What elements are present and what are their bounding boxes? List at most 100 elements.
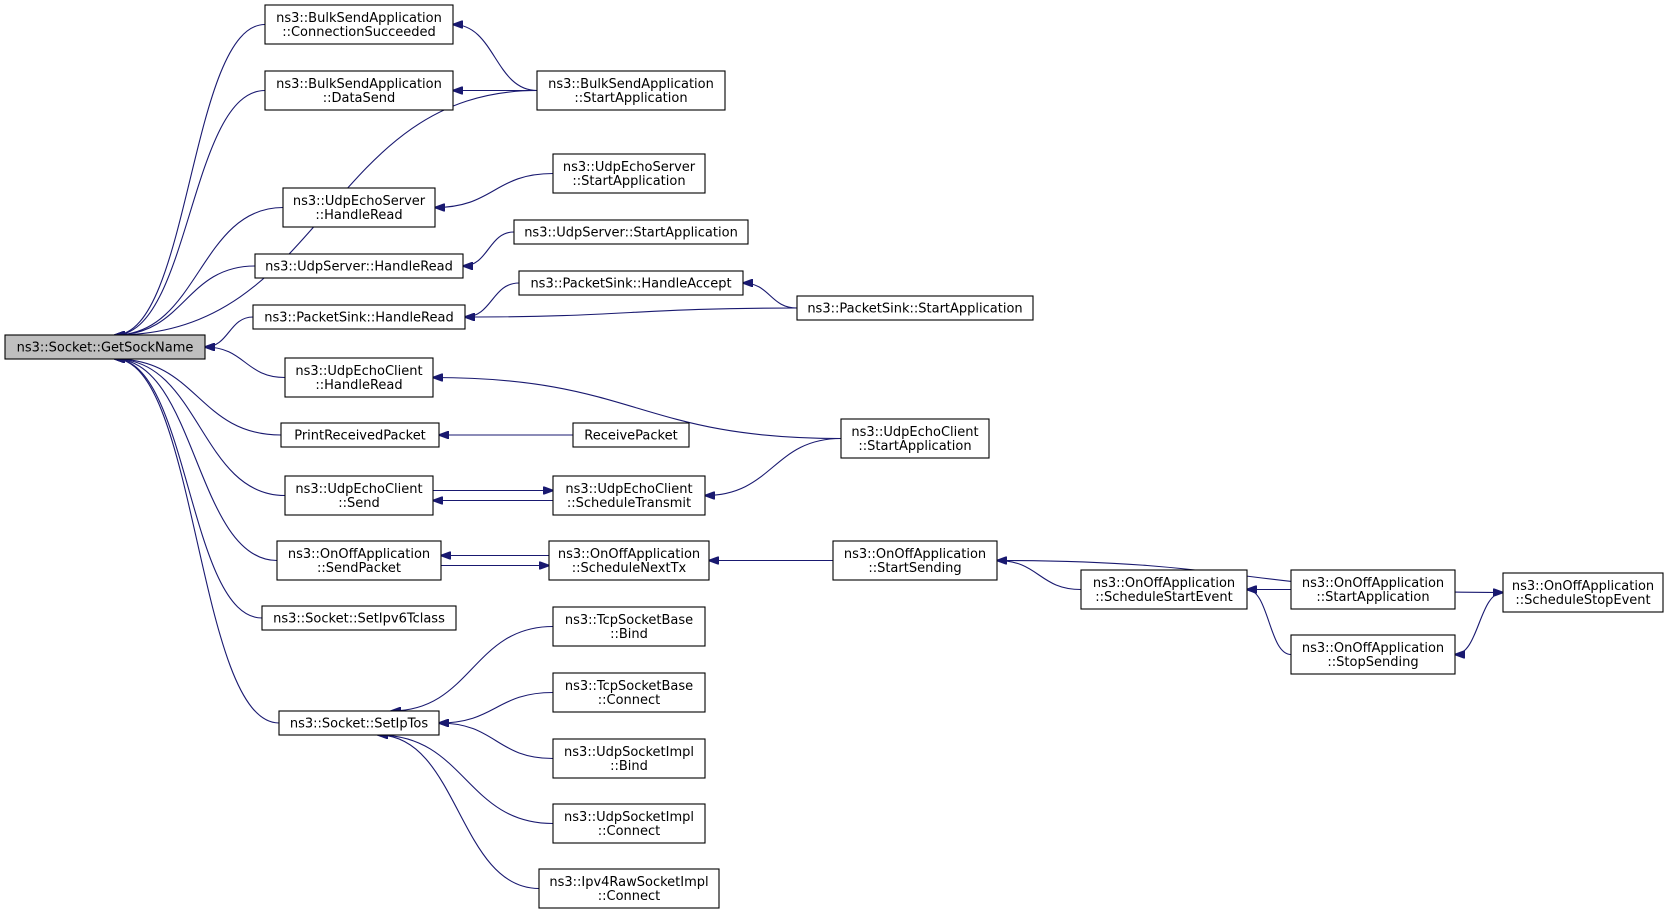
node-box [832, 540, 998, 581]
node-box [284, 475, 434, 516]
node-prp[interactable]: PrintReceivedPacket [280, 422, 440, 448]
node-ooa_sse[interactable]: ns3::OnOffApplication::ScheduleStartEven… [1080, 569, 1248, 610]
node-label: ns3::Socket::GetSockName [17, 341, 194, 356]
node-box [280, 422, 440, 448]
edge-prp-to-root [115, 359, 282, 436]
node-label: ns3::TcpSocketBase [565, 679, 693, 694]
edge-ooa_sse-to-ooa_ss [997, 561, 1082, 591]
node-bsa_cs[interactable]: ns3::BulkSendApplication::ConnectionSucc… [264, 4, 454, 45]
node-box [552, 672, 706, 713]
node-label: ns3::Ipv4RawSocketImpl [549, 875, 708, 890]
node-label: ns3::UdpSocketImpl [564, 810, 694, 825]
node-box [513, 219, 749, 245]
node-label: ns3::BulkSendApplication [276, 77, 442, 92]
edge-uec_s-to-root [115, 359, 286, 497]
node-label: ns3::OnOffApplication [1093, 576, 1235, 591]
node-label: ns3::TcpSocketBase [565, 613, 693, 628]
node-label: ::Connect [598, 693, 661, 708]
node-label: ::StartApplication [858, 439, 971, 454]
node-ooa_sa[interactable]: ns3::OnOffApplication::StartApplication [1290, 569, 1456, 610]
node-label: ::HandleRead [315, 208, 402, 223]
node-label: ReceivePacket [584, 429, 677, 444]
node-box [518, 270, 744, 296]
node-ooa_sp[interactable]: ns3::OnOffApplication::SendPacket [276, 540, 442, 581]
edge-bsa_cs-to-root [115, 23, 266, 336]
node-ps_sa[interactable]: ns3::PacketSink::StartApplication [796, 295, 1034, 321]
node-box [282, 187, 436, 228]
node-ps_hr[interactable]: ns3::PacketSink::HandleRead [252, 304, 466, 330]
node-label: ns3::OnOffApplication [844, 547, 986, 562]
node-ooa_stop[interactable]: ns3::OnOffApplication::StopSending [1290, 634, 1456, 675]
node-i4r_c[interactable]: ns3::Ipv4RawSocketImpl::Connect [538, 868, 720, 909]
node-ues_hr[interactable]: ns3::UdpEchoServer::HandleRead [282, 187, 436, 228]
node-box [552, 803, 706, 844]
node-box [276, 540, 442, 581]
edge-ps_sa-to-ps_ha [743, 283, 798, 309]
node-ooa_snt[interactable]: ns3::OnOffApplication::ScheduleNextTx [548, 540, 710, 581]
node-label: ::Bind [610, 759, 648, 774]
node-label: ns3::UdpEchoClient [295, 482, 422, 497]
node-uec_st[interactable]: ns3::UdpEchoClient::ScheduleTransmit [552, 475, 706, 516]
node-s_stc[interactable]: ns3::Socket::SetIpv6Tclass [261, 605, 457, 631]
node-label: ns3::UdpEchoServer [563, 160, 696, 175]
edge-ooa_stop-to-ooa_sse [1247, 590, 1292, 656]
node-tsb_c[interactable]: ns3::TcpSocketBase::Connect [552, 672, 706, 713]
edge-s_stc-to-root [115, 359, 263, 619]
node-box [261, 605, 457, 631]
node-box [552, 153, 706, 194]
node-label: ::Connect [598, 889, 661, 904]
node-label: PrintReceivedPacket [294, 429, 426, 444]
node-label: ns3::UdpEchoClient [295, 364, 422, 379]
node-label: ns3::OnOffApplication [558, 547, 700, 562]
node-label: ns3::UdpEchoClient [851, 425, 978, 440]
node-bsa_sa[interactable]: ns3::BulkSendApplication::StartApplicati… [536, 70, 726, 111]
node-ps_ha[interactable]: ns3::PacketSink::HandleAccept [518, 270, 744, 296]
node-box [1502, 572, 1664, 613]
edge-ps_sa-to-ps_hr [465, 307, 798, 317]
edge-ooa_sp-to-root [115, 359, 278, 562]
node-box [1290, 569, 1456, 610]
node-box [1080, 569, 1248, 610]
node-ooa_sste[interactable]: ns3::OnOffApplication::ScheduleStopEvent [1502, 572, 1664, 613]
node-label: ns3::Socket::SetIpv6Tclass [273, 612, 445, 627]
node-label: ::Connect [598, 824, 661, 839]
node-box [264, 70, 454, 111]
node-us_sa[interactable]: ns3::UdpServer::StartApplication [513, 219, 749, 245]
node-box [536, 70, 726, 111]
edge-usi_b-to-s_sit [439, 723, 554, 760]
node-box [278, 710, 440, 736]
node-root[interactable]: ns3::Socket::GetSockName [4, 334, 206, 360]
node-label: ns3::PacketSink::HandleRead [264, 311, 453, 326]
node-label: ns3::Socket::SetIpTos [290, 717, 428, 732]
node-label: ns3::UdpSocketImpl [564, 745, 694, 760]
node-label: ::StopSending [1327, 655, 1418, 670]
node-uec_s[interactable]: ns3::UdpEchoClient::Send [284, 475, 434, 516]
node-label: ::StartApplication [1316, 590, 1429, 605]
node-ues_sa[interactable]: ns3::UdpEchoServer::StartApplication [552, 153, 706, 194]
edge-i4r_c-to-s_sit [378, 735, 540, 890]
node-tsb_b[interactable]: ns3::TcpSocketBase::Bind [552, 606, 706, 647]
node-box [572, 422, 690, 448]
node-layer: ns3::Socket::GetSockName ns3::BulkSendApp… [4, 4, 1664, 909]
node-label: ns3::PacketSink::StartApplication [807, 302, 1022, 317]
node-box [252, 304, 466, 330]
node-usi_c[interactable]: ns3::UdpSocketImpl::Connect [552, 803, 706, 844]
node-uec_hr[interactable]: ns3::UdpEchoClient::HandleRead [284, 357, 434, 398]
edge-us_sa-to-us_hr [463, 231, 515, 266]
node-usi_b[interactable]: ns3::UdpSocketImpl::Bind [552, 738, 706, 779]
node-box [254, 253, 464, 279]
edge-tsb_b-to-s_sit [391, 625, 554, 712]
node-box [840, 418, 990, 459]
node-bsa_ds[interactable]: ns3::BulkSendApplication::DataSend [264, 70, 454, 111]
node-ooa_ss[interactable]: ns3::OnOffApplication::StartSending [832, 540, 998, 581]
node-label: ns3::UdpEchoClient [565, 482, 692, 497]
edge-bsa_ds-to-root [115, 89, 266, 336]
node-label: ns3::UdpServer::HandleRead [265, 260, 453, 275]
node-s_sit[interactable]: ns3::Socket::SetIpTos [278, 710, 440, 736]
edge-bsa_sa-to-bsa_cs [453, 25, 538, 92]
node-uec_sa[interactable]: ns3::UdpEchoClient::StartApplication [840, 418, 990, 459]
node-rp[interactable]: ReceivePacket [572, 422, 690, 448]
node-label: ns3::OnOffApplication [1302, 641, 1444, 656]
node-label: ::ScheduleStopEvent [1515, 593, 1650, 608]
node-us_hr[interactable]: ns3::UdpServer::HandleRead [254, 253, 464, 279]
